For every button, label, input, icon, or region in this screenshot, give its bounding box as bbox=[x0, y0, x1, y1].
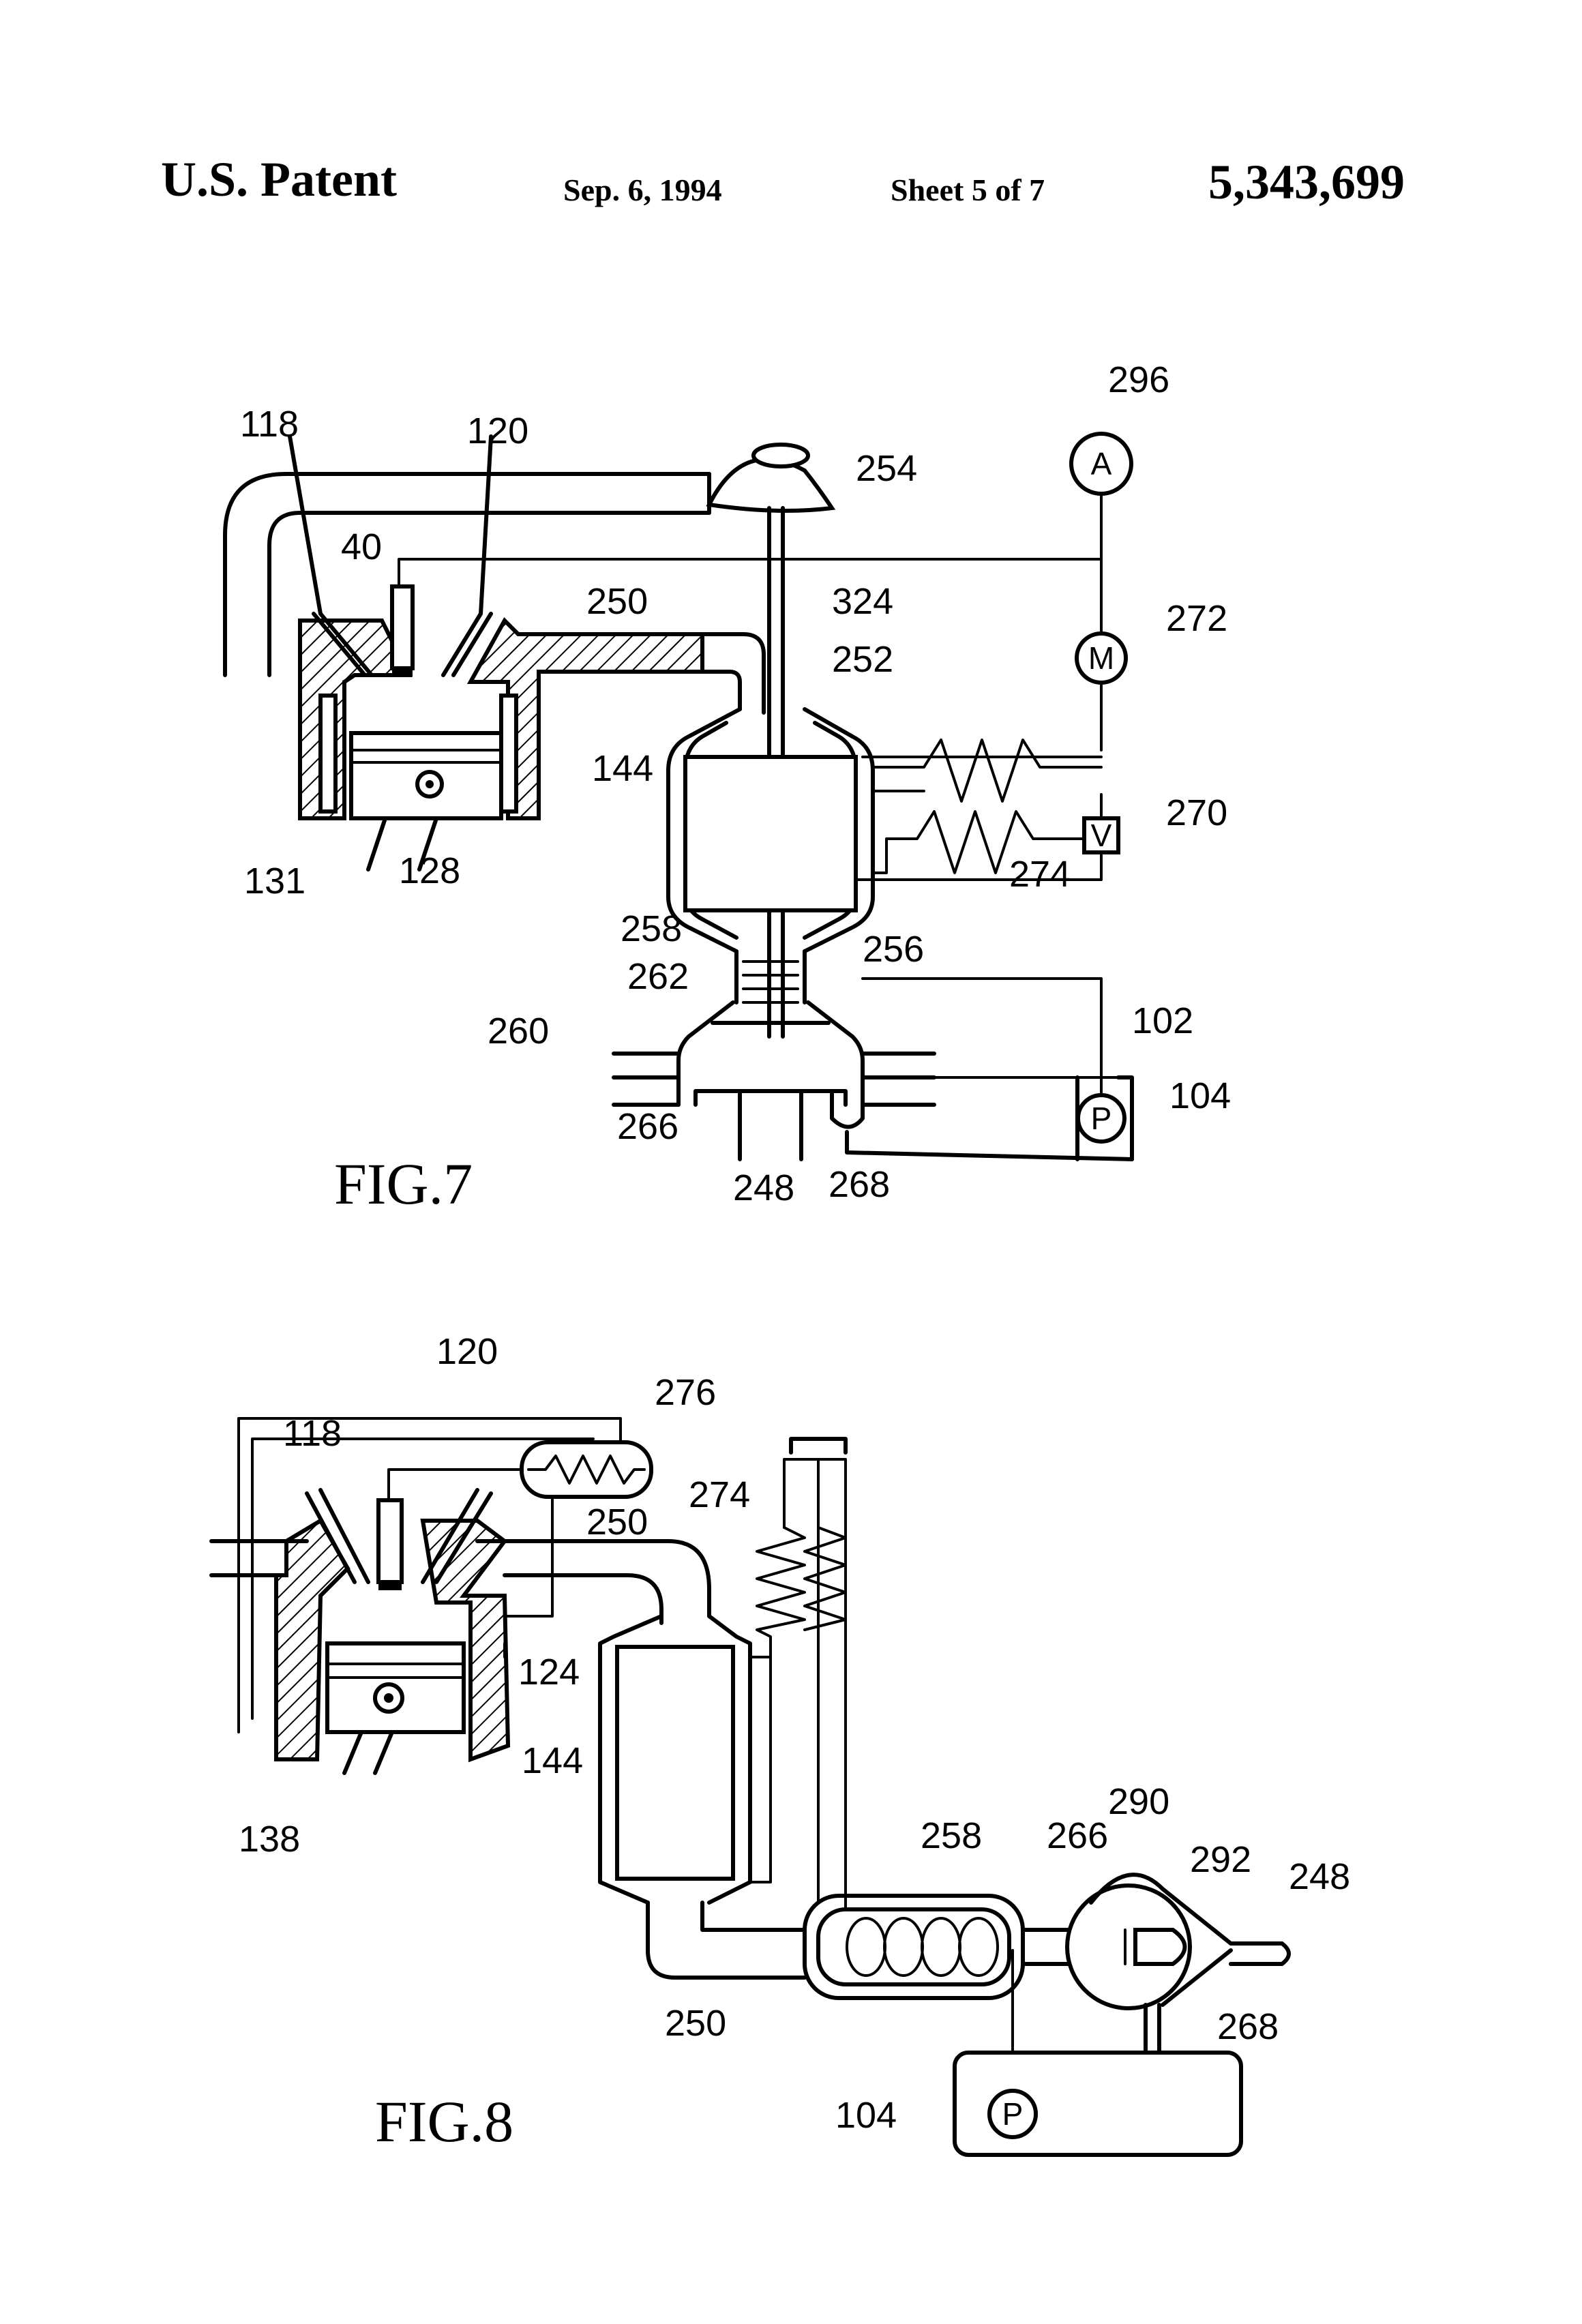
fig8-label-250-bottom: 250 bbox=[665, 2003, 726, 2044]
fig8-pump-symbol: P bbox=[1002, 2096, 1024, 2132]
fig8-label-274: 274 bbox=[689, 1474, 750, 1515]
fig7-label-266: 266 bbox=[617, 1106, 678, 1147]
fig7-label-144: 144 bbox=[592, 748, 653, 789]
fig7-label-270: 270 bbox=[1166, 792, 1227, 833]
fig7-label-262: 262 bbox=[627, 956, 689, 997]
fig8-label-248: 248 bbox=[1289, 1856, 1350, 1897]
fig8-label-292: 292 bbox=[1190, 1839, 1251, 1880]
fig8-label-120: 120 bbox=[436, 1331, 498, 1372]
fig7-ammeter-symbol: A bbox=[1091, 446, 1112, 481]
fig8-caption: FIG.8 bbox=[375, 2089, 513, 2154]
fig7-label-272: 272 bbox=[1166, 598, 1227, 639]
figure-7: V A M P 118 120 40 250 254 324 252 bbox=[225, 359, 1231, 1217]
fig7-outlet-248 bbox=[696, 1091, 846, 1159]
fig8-label-276: 276 bbox=[655, 1372, 716, 1413]
fig8-exhaust-pipe-250 bbox=[648, 1903, 805, 1978]
fig7-label-254: 254 bbox=[856, 448, 917, 489]
fig7-label-104: 104 bbox=[1169, 1075, 1231, 1116]
fig7-label-102: 102 bbox=[1132, 1000, 1193, 1041]
fig7-label-260: 260 bbox=[488, 1011, 549, 1052]
fig8-label-290: 290 bbox=[1108, 1781, 1169, 1822]
fig8-label-266: 266 bbox=[1047, 1815, 1108, 1856]
fig7-heat-exchanger-upper bbox=[873, 740, 1101, 801]
fig8-label-118: 118 bbox=[283, 1413, 342, 1454]
fig7-label-274: 274 bbox=[1009, 854, 1071, 895]
fig7-injector-40 bbox=[392, 586, 413, 668]
fig7-catalyst-144 bbox=[685, 757, 856, 910]
fig7-label-256: 256 bbox=[863, 929, 924, 970]
fig8-label-144: 144 bbox=[522, 1740, 583, 1781]
fig7-pump-line bbox=[863, 979, 1118, 1105]
fig7-fins-260 bbox=[614, 1054, 934, 1105]
figure-8: P 120 276 118 274 250 124 144 138 258 26… bbox=[211, 1331, 1350, 2155]
fig7-label-128: 128 bbox=[399, 850, 460, 891]
fig8-manifold-250 bbox=[477, 1541, 709, 1623]
fig7-pump-symbol: P bbox=[1091, 1101, 1112, 1136]
fig7-label-131: 131 bbox=[244, 861, 305, 902]
fig7-label-268: 268 bbox=[829, 1164, 890, 1205]
fig8-heat-exchanger-274 bbox=[757, 1528, 846, 1657]
fig7-motor-symbol: M bbox=[1088, 640, 1114, 676]
fig7-label-118: 118 bbox=[240, 404, 299, 445]
fig7-label-324: 324 bbox=[832, 581, 893, 622]
fig7-engine-block bbox=[290, 436, 702, 869]
fig8-burner-292 bbox=[1135, 1930, 1185, 1964]
fig8-outlet-248 bbox=[1231, 1943, 1289, 1964]
fig8-injector bbox=[378, 1500, 402, 1582]
fig7-label-296: 296 bbox=[1108, 359, 1169, 400]
fig8-label-138: 138 bbox=[239, 1819, 300, 1860]
fig8-label-268: 268 bbox=[1217, 2006, 1279, 2047]
fig8-label-258: 258 bbox=[921, 1815, 982, 1856]
fig7-caption: FIG.7 bbox=[334, 1151, 473, 1217]
fig7-label-252: 252 bbox=[832, 639, 893, 680]
fig7-label-248: 248 bbox=[733, 1167, 794, 1208]
fig8-label-104: 104 bbox=[835, 2095, 897, 2136]
fig7-valve-symbol: V bbox=[1091, 818, 1112, 853]
fig7-label-250: 250 bbox=[586, 581, 648, 622]
fig7-label-120: 120 bbox=[467, 411, 528, 451]
fig7-label-258: 258 bbox=[621, 908, 682, 949]
fig7-label-40: 40 bbox=[341, 526, 382, 567]
fig8-label-124: 124 bbox=[518, 1652, 580, 1693]
fig8-label-250-top: 250 bbox=[586, 1502, 648, 1543]
fig7-distributor-top bbox=[753, 445, 808, 466]
fig8-reformer-144 bbox=[600, 1616, 771, 1903]
